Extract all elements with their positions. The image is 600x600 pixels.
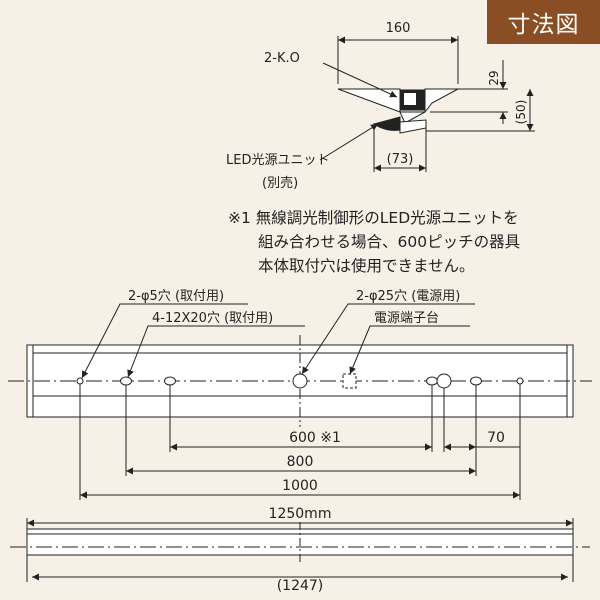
dim-1250-label: 1250mm bbox=[269, 506, 332, 522]
dim-50-label: (50) bbox=[514, 100, 528, 125]
led-unit-sub-label: (別売) bbox=[262, 175, 298, 191]
dim-800-label: 800 bbox=[287, 454, 314, 470]
dim-29-label: 29 bbox=[487, 70, 501, 85]
section-width-label: 160 bbox=[386, 21, 411, 36]
dimension-drawing-badge: 寸法図 bbox=[487, 0, 600, 44]
note-line-1: ※1 無線調光制御形のLED光源ユニットを bbox=[228, 209, 519, 227]
dim-70-label: 70 bbox=[487, 430, 505, 446]
terminal-block-label: 電源端子台 bbox=[374, 311, 439, 326]
mount-holes-label: 2-φ5穴 (取付用) bbox=[128, 289, 224, 304]
dim-1000-label: 1000 bbox=[282, 478, 318, 494]
dim-600-label: 600 ※1 bbox=[289, 430, 341, 446]
led-unit-label: LED光源ユニット bbox=[226, 153, 329, 168]
ko-label: 2-K.O bbox=[264, 51, 300, 66]
power-holes-label: 2-φ25穴 (電源用) bbox=[356, 289, 460, 304]
side-view bbox=[10, 518, 590, 582]
slots-label: 4-12X20穴 (取付用) bbox=[152, 311, 273, 326]
dim-1247-label: (1247) bbox=[277, 578, 324, 594]
note-line-3: 本体取付穴は使用できません。 bbox=[258, 257, 475, 275]
dim-73-label: (73) bbox=[387, 152, 414, 167]
plan-view bbox=[8, 303, 592, 500]
section-view bbox=[319, 36, 535, 172]
note-line-2: 組み合わせる場合、600ピッチの器具 bbox=[258, 233, 521, 251]
